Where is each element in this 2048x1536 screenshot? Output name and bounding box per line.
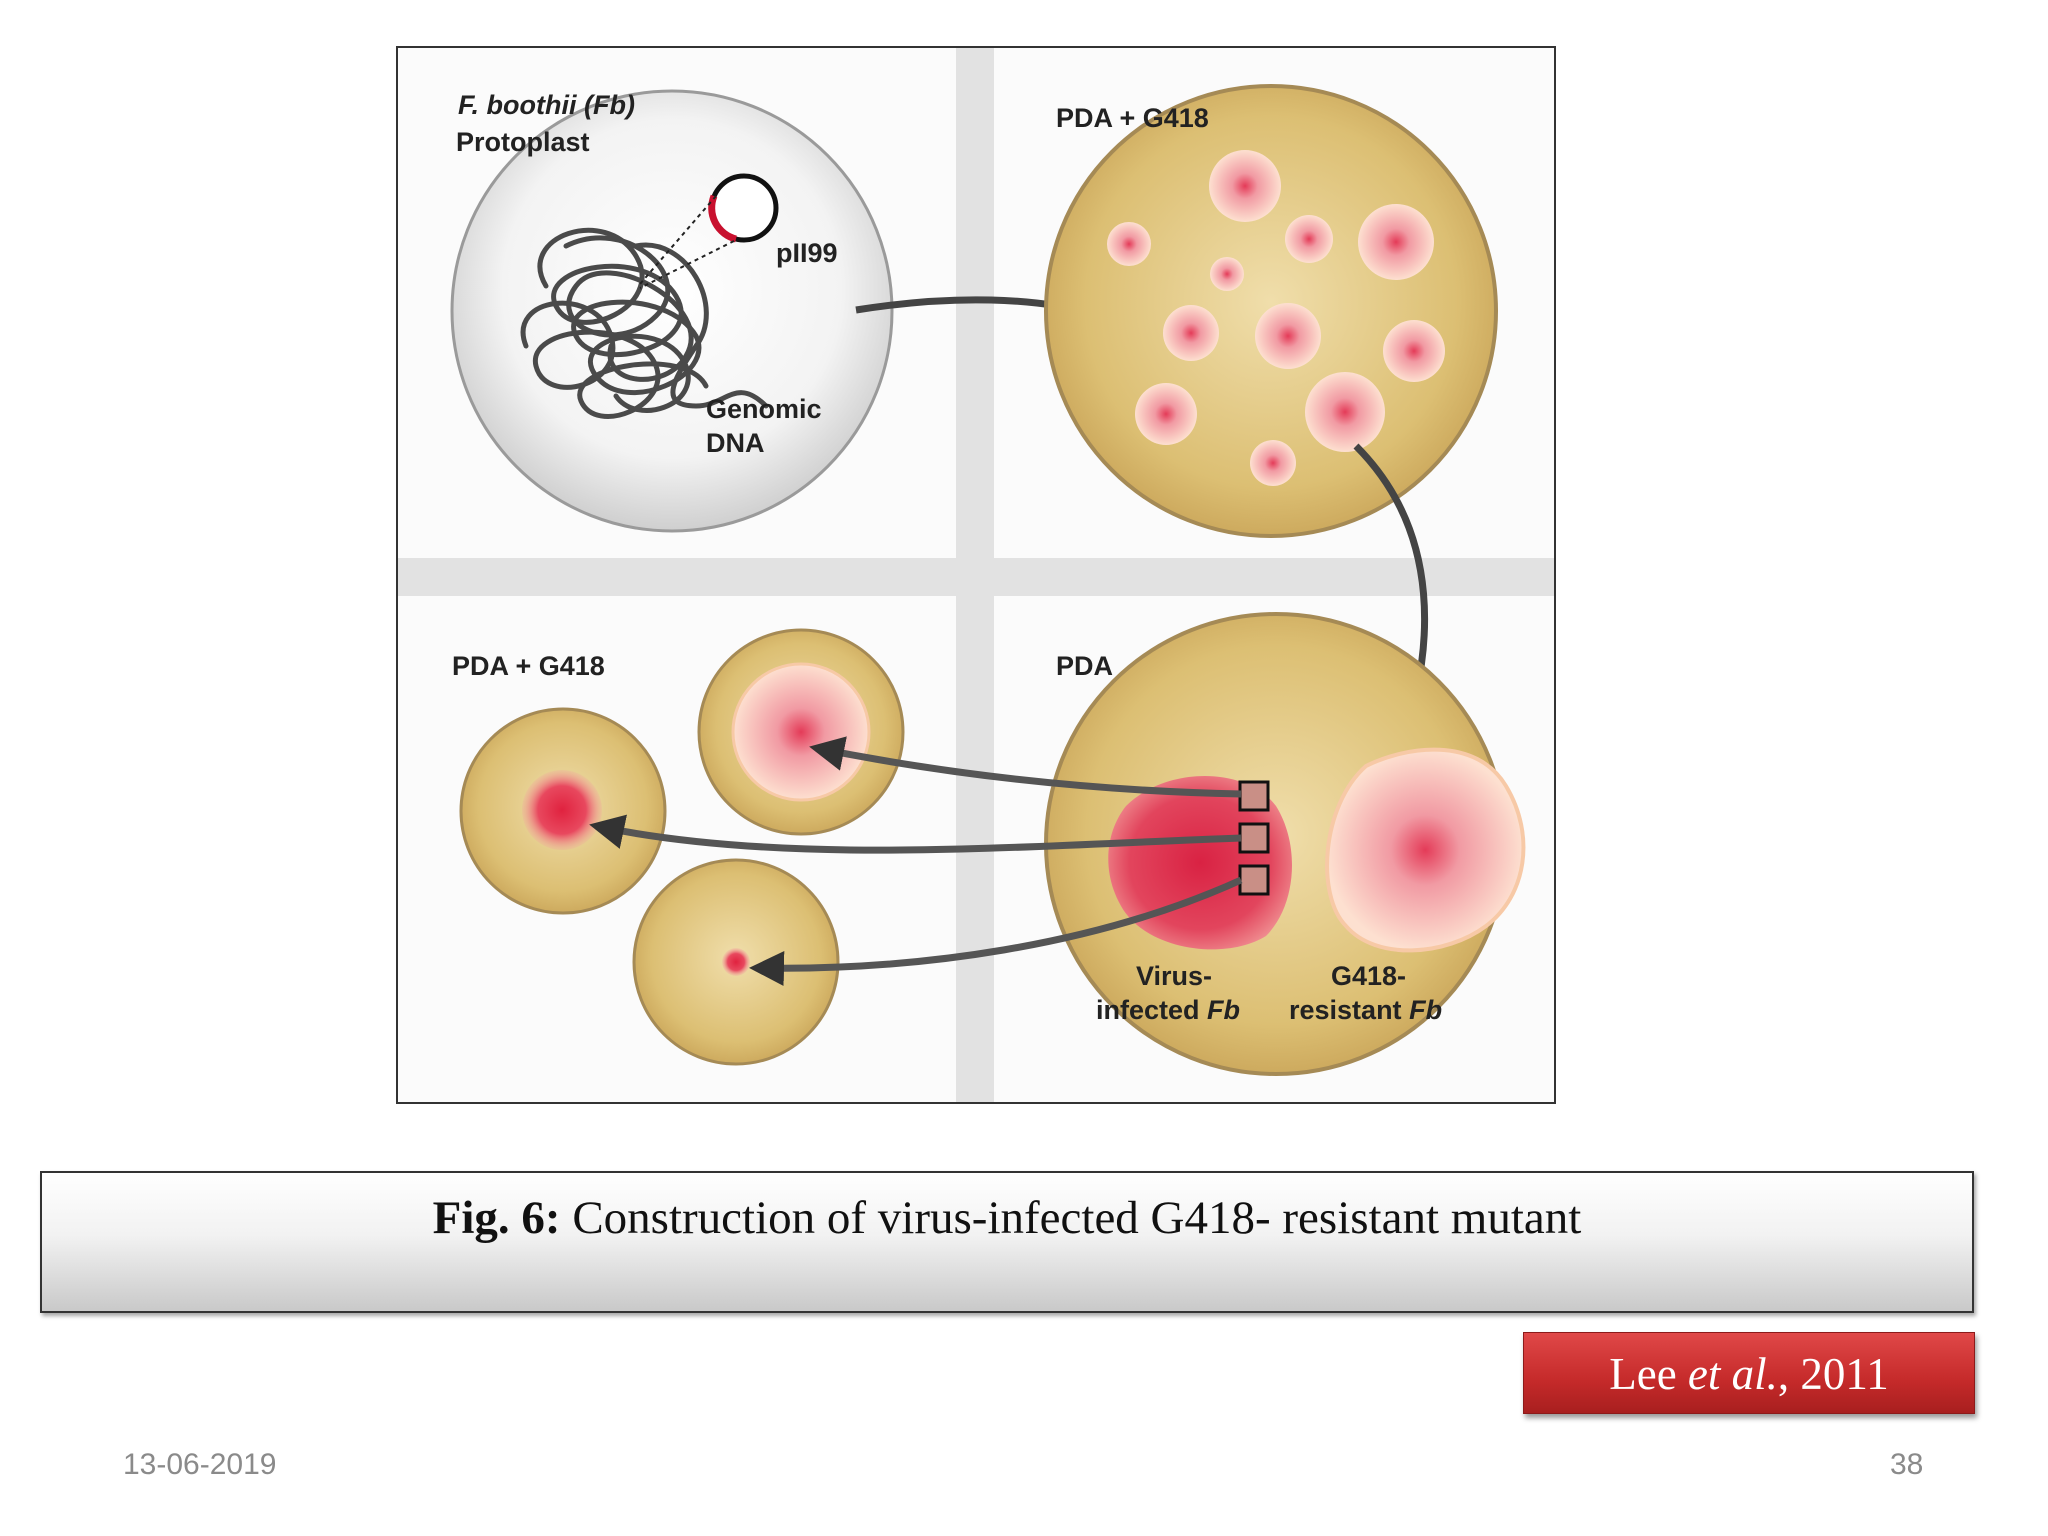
footer-date: 13-06-2019	[123, 1448, 277, 1481]
virus-label-line1: Virus-	[1136, 961, 1212, 991]
virus-colony-bl-left	[522, 770, 602, 850]
arrow-transfer-bottom	[749, 876, 1243, 987]
arrow-transfer-middle	[589, 814, 1242, 854]
citation-badge: Lee et al., 2011	[1523, 1332, 1975, 1414]
virus-label-line2: infected Fb	[1096, 995, 1240, 1025]
transformant-colonies	[1107, 150, 1445, 486]
zoom-line-lower	[639, 240, 735, 289]
g418-resistant-colony	[1325, 747, 1526, 953]
protoplast-label: Protoplast	[456, 127, 590, 157]
caption-text: Construction of virus-infected G418- res…	[560, 1192, 1582, 1244]
protoplast-cell	[450, 89, 894, 533]
zoom-line-upper	[639, 195, 717, 285]
medium-label-tr: PDA + G418	[1056, 103, 1209, 133]
transfer-squares	[1238, 780, 1270, 896]
citation-etal: et al.	[1687, 1349, 1778, 1399]
horizontal-divider	[398, 558, 1554, 596]
footer-page-number: 38	[1890, 1448, 1924, 1481]
plasmid-label: pII99	[776, 238, 838, 268]
colony-bl-top	[731, 662, 871, 802]
caption-prefix: Fig. 6:	[432, 1192, 561, 1244]
genomic-label-line2: DNA	[706, 428, 765, 458]
colony-bl-bottom	[722, 948, 750, 976]
arrow-transfer-top	[809, 736, 1242, 798]
medium-label-br: PDA	[1056, 651, 1113, 681]
figure-caption: Fig. 6: Construction of virus-infected G…	[42, 1191, 1972, 1245]
citation-author: Lee	[1609, 1349, 1688, 1399]
g418-label-line1: G418-	[1331, 961, 1406, 991]
species-label: F. boothii (Fb)	[458, 90, 635, 120]
genomic-label-line1: Genomic	[706, 394, 822, 424]
virus-infected-colony	[1108, 776, 1293, 950]
medium-label-bl: PDA + G418	[452, 651, 605, 681]
genomic-dna-coil	[520, 227, 769, 419]
figure-caption-box: Fig. 6: Construction of virus-infected G…	[40, 1171, 1974, 1313]
plasmid-insert-segment	[708, 194, 738, 243]
g418-label-line2: resistant Fb	[1289, 995, 1442, 1025]
figure-diagram: F. boothii (Fb) Protoplast pII99 Genomic…	[396, 46, 1556, 1104]
citation-year: , 2011	[1777, 1349, 1889, 1399]
